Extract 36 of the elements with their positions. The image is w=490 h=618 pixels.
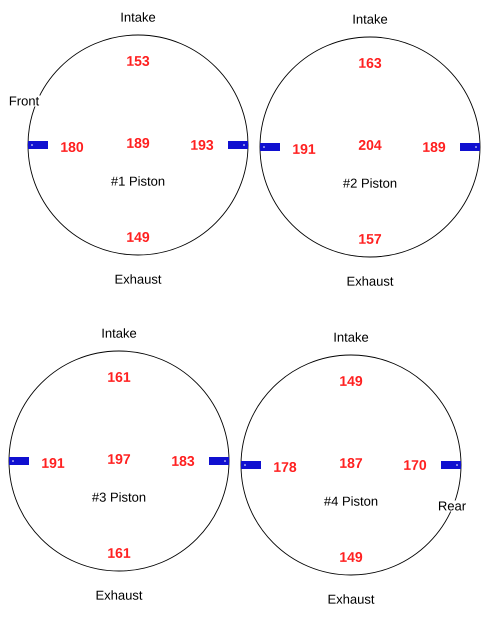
temperature-value: 161 — [108, 548, 130, 558]
temperature-value: 183 — [172, 456, 194, 466]
port-label: Exhaust — [328, 594, 374, 604]
temperature-value: 189 — [423, 142, 446, 152]
piston-label: #3 Piston — [92, 492, 146, 502]
temperature-value: 193 — [191, 140, 214, 150]
direction-label: Rear — [436, 500, 468, 512]
temperature-value: 157 — [359, 234, 382, 244]
port-label: Intake — [102, 328, 136, 338]
piston-circle — [260, 36, 480, 258]
piston-label: #4 Piston — [324, 496, 378, 506]
temperature-value: 191 — [42, 458, 64, 468]
piston-circle — [8, 350, 230, 572]
temperature-value: 153 — [127, 56, 150, 66]
temperature-value: 197 — [108, 454, 130, 464]
temperature-value: 149 — [340, 552, 362, 562]
temperature-value: 161 — [108, 372, 130, 382]
port-label: Exhaust — [348, 276, 394, 286]
piston-label: #2 Piston — [342, 178, 396, 188]
port-label: Intake — [354, 14, 388, 24]
port-label: Exhaust — [96, 590, 142, 600]
port-label: Intake — [334, 332, 368, 342]
temperature-value: 170 — [404, 460, 426, 470]
port-label: Intake — [122, 12, 156, 22]
temperature-value: 180 — [61, 142, 84, 152]
temperature-value: 163 — [359, 58, 382, 68]
temperature-value: 191 — [293, 144, 316, 154]
temperature-value: 178 — [274, 462, 296, 472]
direction-label: Front — [8, 95, 40, 107]
port-label: Exhaust — [116, 274, 162, 284]
temperature-value: 149 — [127, 232, 150, 242]
piston-label: #1 Piston — [110, 176, 164, 186]
temperature-value: 189 — [127, 138, 150, 148]
temperature-value: 187 — [340, 458, 362, 468]
temperature-value: 149 — [340, 376, 362, 386]
temperature-value: 204 — [358, 140, 382, 150]
